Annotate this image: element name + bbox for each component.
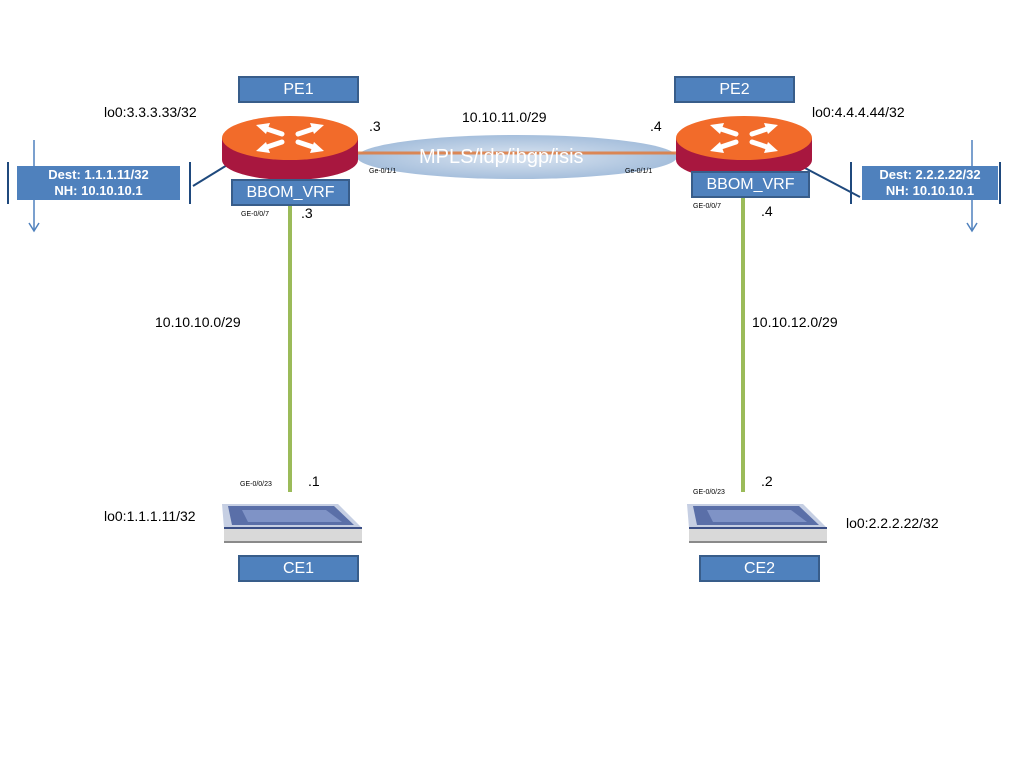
pe1-label-box: PE1 (238, 76, 359, 103)
pe2-label-box: PE2 (674, 76, 795, 103)
ce2-label-box: CE2 (699, 555, 820, 582)
ce2-loopback: lo0:2.2.2.22/32 (846, 515, 939, 531)
ce2-host: .2 (761, 473, 773, 489)
pe2-core-host: .4 (650, 118, 662, 134)
core-subnet: 10.10.11.0/29 (462, 109, 547, 125)
ce1-label-box: CE1 (238, 555, 359, 582)
pe1-vrf-box: BBOM_VRF (231, 179, 350, 206)
pe1-access-host: .3 (301, 205, 313, 221)
pe2-vrf-box: BBOM_VRF (691, 171, 810, 198)
mpls-cloud (357, 135, 677, 179)
router-pe2-icon[interactable] (674, 108, 814, 188)
pe1-core-host: .3 (369, 118, 381, 134)
right-route-dest: Dest: 2.2.2.22/32 (879, 167, 981, 182)
pe2-core-interface: Ge-0/1/1 (625, 168, 653, 175)
left-access-subnet: 10.10.10.0/29 (155, 314, 241, 330)
switch-ce1-icon[interactable] (218, 498, 366, 546)
pe2-loopback: lo0:4.4.4.44/32 (812, 104, 905, 120)
right-access-subnet: 10.10.12.0/29 (752, 314, 838, 330)
ce1-host: .1 (308, 473, 320, 489)
ce2-interface: GE-0/0/23 (693, 489, 725, 496)
pe1-access-interface: GE-0/0/7 (241, 211, 270, 218)
left-route-dest: Dest: 1.1.1.11/32 (48, 167, 149, 182)
ce1-interface: GE-0/0/23 (240, 481, 272, 488)
right-route-box: Dest: 2.2.2.22/32 NH: 10.10.10.1 (862, 166, 998, 200)
left-route-nh: NH: 10.10.10.1 (54, 183, 143, 198)
switch-ce2-icon[interactable] (683, 498, 831, 546)
mpls-protocols-label: MPLS/ldp/ibgp/isis (419, 146, 584, 168)
pe1-core-interface: Ge-0/1/1 (369, 168, 397, 175)
left-route-box: Dest: 1.1.1.11/32 NH: 10.10.10.1 (17, 166, 180, 200)
ce1-loopback: lo0:1.1.1.11/32 (104, 508, 196, 524)
pe2-access-host: .4 (761, 203, 773, 219)
router-pe1-icon[interactable] (220, 108, 360, 188)
pe2-access-interface: GE-0/0/7 (693, 203, 722, 210)
right-route-nh: NH: 10.10.10.1 (885, 183, 975, 198)
pe1-loopback: lo0:3.3.3.33/32 (104, 104, 197, 120)
